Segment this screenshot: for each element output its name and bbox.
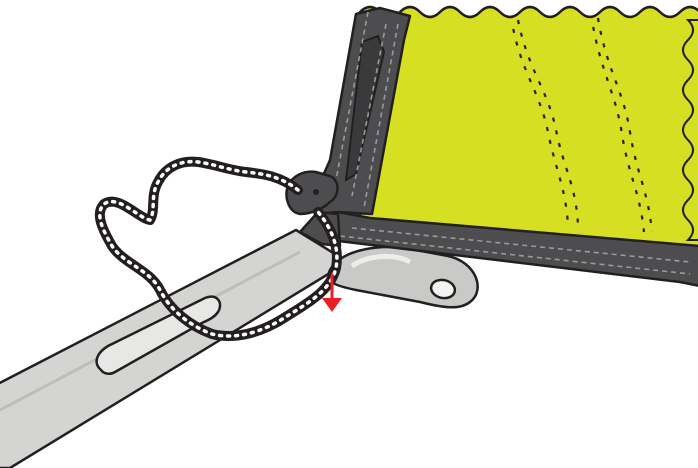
support-pole	[0, 230, 348, 468]
